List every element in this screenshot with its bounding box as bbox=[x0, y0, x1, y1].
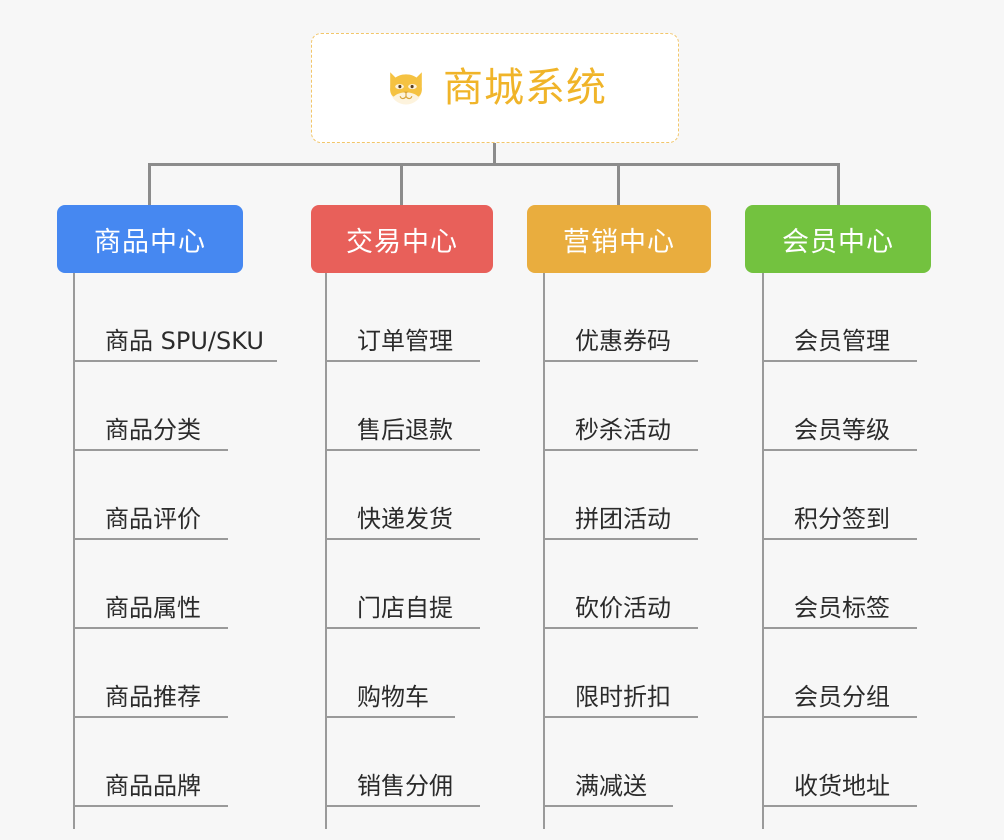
list-item-label: 商品推荐 bbox=[105, 683, 201, 712]
list-item-label: 会员等级 bbox=[794, 416, 890, 445]
branch-label: 营销中心 bbox=[563, 226, 675, 258]
list-item-label: 商品属性 bbox=[105, 594, 201, 623]
list-item-label: 订单管理 bbox=[357, 327, 453, 356]
leaf-trunk-4 bbox=[762, 273, 764, 829]
connector-horizontal-bus bbox=[148, 163, 840, 166]
list-item[interactable]: 积分签到 bbox=[762, 451, 917, 540]
list-item-label: 秒杀活动 bbox=[575, 416, 671, 445]
list-item[interactable]: 收货地址 bbox=[762, 718, 917, 807]
list-item-label: 购物车 bbox=[357, 683, 429, 712]
list-item[interactable]: 拼团活动 bbox=[543, 451, 698, 540]
list-item[interactable]: 秒杀活动 bbox=[543, 362, 698, 451]
leaf-trunk-2 bbox=[325, 273, 327, 829]
branch-node-营销中心[interactable]: 营销中心 bbox=[527, 205, 711, 273]
list-item-label: 会员管理 bbox=[794, 327, 890, 356]
list-item[interactable]: 商品推荐 bbox=[73, 629, 228, 718]
list-item[interactable]: 售后退款 bbox=[325, 362, 480, 451]
list-item[interactable]: 会员分组 bbox=[762, 629, 917, 718]
list-item[interactable]: 购物车 bbox=[325, 629, 455, 718]
list-item-label: 售后退款 bbox=[357, 416, 453, 445]
list-item[interactable]: 门店自提 bbox=[325, 540, 480, 629]
leaf-trunk-1 bbox=[73, 273, 75, 829]
list-item-label: 快递发货 bbox=[357, 505, 453, 534]
list-item-label: 销售分佣 bbox=[357, 772, 453, 801]
list-item[interactable]: 砍价活动 bbox=[543, 540, 698, 629]
root-node[interactable]: 商城系统 bbox=[311, 33, 679, 143]
list-item-label: 会员分组 bbox=[794, 683, 890, 712]
list-item-label: 收货地址 bbox=[794, 772, 890, 801]
branch-label: 会员中心 bbox=[782, 226, 894, 258]
list-item[interactable]: 商品 SPU/SKU bbox=[73, 273, 277, 362]
list-item-label: 会员标签 bbox=[794, 594, 890, 623]
list-item-label: 商品评价 bbox=[105, 505, 201, 534]
list-item-label: 优惠券码 bbox=[575, 327, 671, 356]
list-item[interactable]: 订单管理 bbox=[325, 273, 480, 362]
root-title: 商城系统 bbox=[443, 65, 607, 111]
list-item-label: 限时折扣 bbox=[575, 683, 671, 712]
list-item-label: 积分签到 bbox=[794, 505, 890, 534]
list-item[interactable]: 商品评价 bbox=[73, 451, 228, 540]
list-item-label: 门店自提 bbox=[357, 594, 453, 623]
connector-drop-3 bbox=[617, 163, 620, 207]
connector-drop-4 bbox=[837, 163, 840, 207]
list-item[interactable]: 优惠券码 bbox=[543, 273, 698, 362]
list-item[interactable]: 满减送 bbox=[543, 718, 673, 807]
list-item-label: 砍价活动 bbox=[575, 594, 671, 623]
connector-drop-1 bbox=[148, 163, 151, 207]
list-item-label: 商品品牌 bbox=[105, 772, 201, 801]
list-item[interactable]: 商品分类 bbox=[73, 362, 228, 451]
list-item-label: 商品分类 bbox=[105, 416, 201, 445]
list-item[interactable]: 快递发货 bbox=[325, 451, 480, 540]
branch-node-商品中心[interactable]: 商品中心 bbox=[57, 205, 243, 273]
list-item-label: 满减送 bbox=[575, 772, 647, 801]
list-item-label: 商品 SPU/SKU bbox=[105, 327, 264, 356]
branch-label: 交易中心 bbox=[346, 226, 458, 258]
leaf-trunk-3 bbox=[543, 273, 545, 829]
list-item-label: 拼团活动 bbox=[575, 505, 671, 534]
list-item[interactable]: 销售分佣 bbox=[325, 718, 480, 807]
list-item[interactable]: 商品属性 bbox=[73, 540, 228, 629]
connector-root-stem bbox=[493, 143, 496, 165]
branch-label: 商品中心 bbox=[94, 226, 206, 258]
shiba-dog-face-icon bbox=[390, 72, 422, 105]
list-item[interactable]: 会员标签 bbox=[762, 540, 917, 629]
connector-drop-2 bbox=[400, 163, 403, 207]
list-item[interactable]: 限时折扣 bbox=[543, 629, 698, 718]
list-item[interactable]: 会员等级 bbox=[762, 362, 917, 451]
list-item[interactable]: 会员管理 bbox=[762, 273, 917, 362]
branch-node-交易中心[interactable]: 交易中心 bbox=[311, 205, 493, 273]
branch-node-会员中心[interactable]: 会员中心 bbox=[745, 205, 931, 273]
list-item[interactable]: 商品品牌 bbox=[73, 718, 228, 807]
